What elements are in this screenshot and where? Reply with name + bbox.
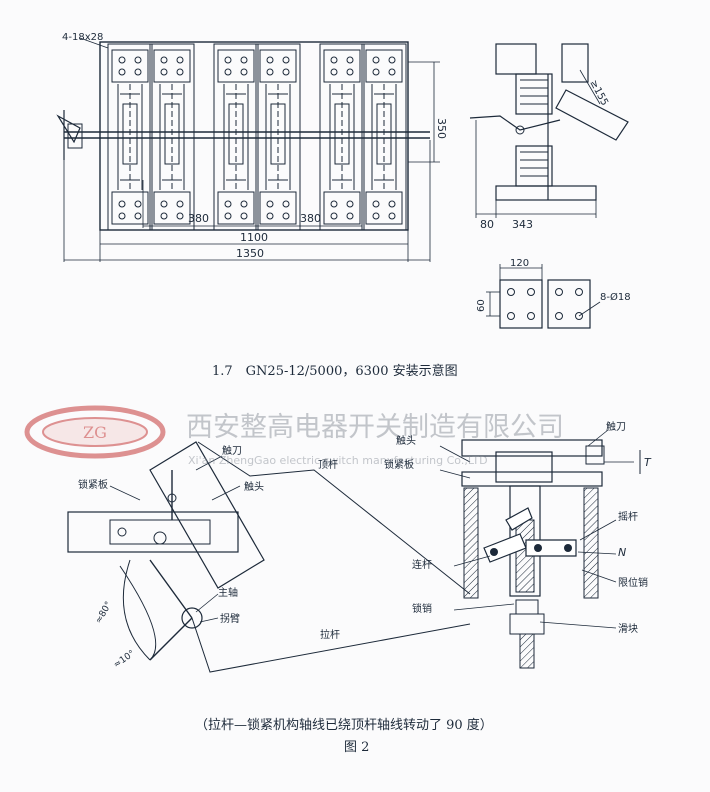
watermark-company-en: Xi'an ZhengGao electric switch manufactu… <box>188 454 488 467</box>
label-main-shaft: 主轴 <box>218 586 238 599</box>
label-blade-right: 触刀 <box>606 420 626 433</box>
label-insulator-head: 触头 <box>396 434 416 447</box>
top-figure-caption: 1.7 GN25-12/5000，6300 安装示意图 <box>212 364 458 379</box>
bottom-labels: 锁紧板 触刀 触头 顶杆 主轴 拐臂 拉杆 ≈80° ≈10° 触头 锁紧板 触… <box>78 420 652 670</box>
label-pull-rod: 拉杆 <box>320 628 340 641</box>
watermark-company-cn: 西安整高电器开关制造有限公司 <box>186 412 564 443</box>
left-mechanism <box>67 441 265 661</box>
linkage-lines <box>191 441 471 673</box>
label-top-rod: 顶杆 <box>318 459 338 471</box>
dim-380-left: 380 <box>188 212 209 225</box>
watermark-logo <box>24 405 166 459</box>
terminal-120: 120 <box>510 258 529 269</box>
label-lock-pin: 锁销 <box>412 602 432 615</box>
bottom-figure-note: （拉杆—锁紧机构轴线已绕顶杆轴线转动了 90 度） <box>195 718 493 733</box>
label-angle-80: ≈80° <box>94 600 114 625</box>
watermark-text: ZG 西安整高电器开关制造有限公司 Xi'an ZhengGao electri… <box>83 412 564 467</box>
label-lock-plate-right: 锁紧板 <box>384 458 414 471</box>
label-lever: 拐臂 <box>220 612 240 625</box>
label-contact-head: 触头 <box>244 480 264 493</box>
dim-350: 350 <box>435 118 448 139</box>
terminal-plate <box>486 264 601 329</box>
side-view <box>469 43 629 218</box>
dim-343: 343 <box>512 218 533 231</box>
top-labels: 4-18x28 380 380 1100 1350 350 80 343 ≥15… <box>62 32 631 312</box>
front-view <box>56 37 440 262</box>
label-connecting-rod: 连杆 <box>412 558 432 571</box>
watermark-logo-text: ZG <box>83 423 107 442</box>
dim-1100: 1100 <box>240 231 268 244</box>
label-blade: 触刀 <box>222 444 242 457</box>
terminal-holes: 8-Ø18 <box>600 291 631 303</box>
holes-label: 4-18x28 <box>62 32 103 43</box>
terminal-60: 60 <box>476 299 487 312</box>
label-n: N <box>618 546 626 559</box>
label-slider: 滑块 <box>618 623 638 635</box>
dim-380-right: 380 <box>300 212 321 225</box>
bottom-figure-caption: 图 2 <box>344 740 370 755</box>
label-t: T <box>644 456 652 469</box>
label-limit-pin: 限位销 <box>618 576 648 589</box>
label-rocker: 摇杆 <box>618 510 638 523</box>
dim-80: 80 <box>480 218 494 231</box>
right-mechanism <box>439 429 641 669</box>
dim-1350: 1350 <box>236 247 264 260</box>
label-angle-10: ≈10° <box>112 649 137 671</box>
label-lock-plate-left: 锁紧板 <box>78 478 108 491</box>
